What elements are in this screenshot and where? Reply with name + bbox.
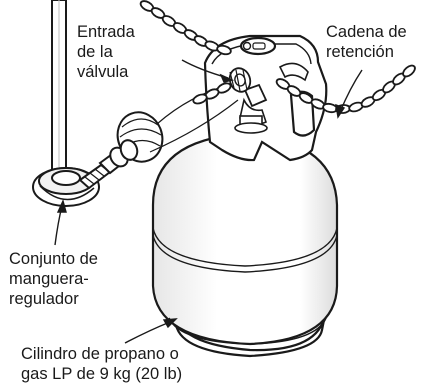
leader-lines [54,59,363,344]
label-hose-regulator: Conjunto de manguera- regulador [9,249,98,309]
label-valve-inlet-line-2: de la [77,43,113,61]
label-cylinder-line-2: gas LP de 9 kg (20 lb) [21,365,183,383]
label-cylinder: Cilindro de propano o gas LP de 9 kg (20… [21,344,182,384]
leader-valve-inlet-arrow [219,73,235,83]
label-hose-regulator-line-2: manguera- [9,270,89,288]
label-retention-chain-line-2: retención [326,43,394,61]
label-valve-inlet-line-1: Entrada [77,23,135,41]
label-valve-inlet: Entrada de la válvula [77,22,135,82]
hose-regulator-assembly [32,111,164,207]
leader-retention-chain-arrow [335,103,346,119]
leader-hose-regulator-arrow [56,198,67,213]
label-valve-inlet-line-3: válvula [77,63,129,81]
grill-leg [51,0,67,184]
label-hose-regulator-line-3: regulador [9,290,79,308]
label-hose-regulator-line-1: Conjunto de [9,250,98,268]
leader-cylinder-arrow [162,318,178,329]
label-cylinder-line-1: Cilindro de propano o [21,345,179,363]
label-retention-chain: Cadena de retención [326,22,407,62]
retention-chain [139,0,416,114]
propane-cylinder [151,34,339,358]
label-retention-chain-line-1: Cadena de [326,23,407,41]
leader-cylinder [124,321,171,344]
